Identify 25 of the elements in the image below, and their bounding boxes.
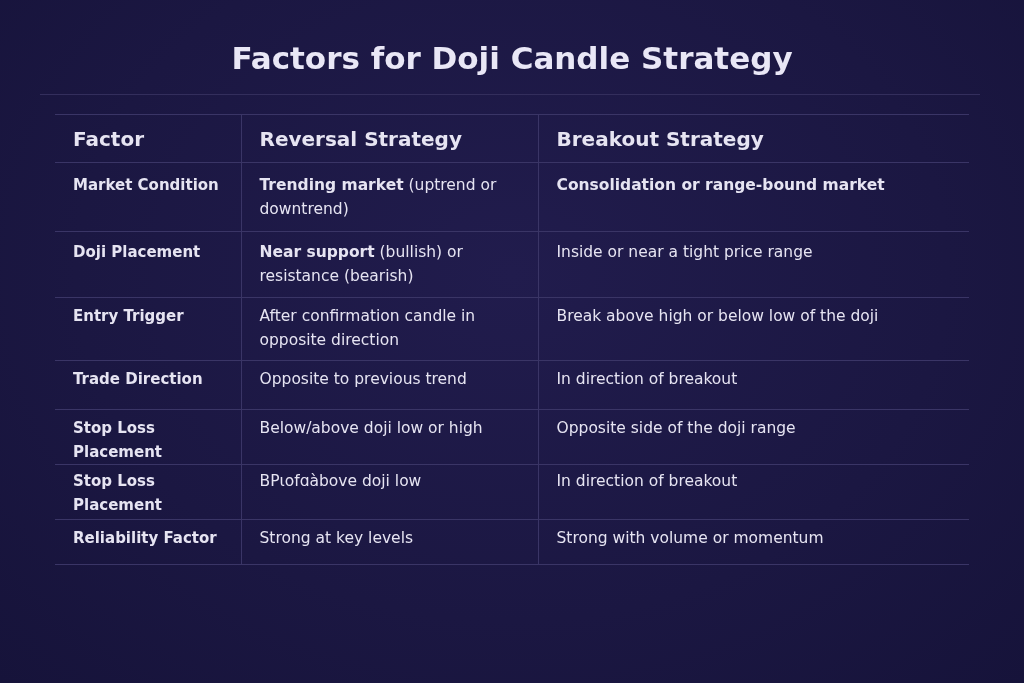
row-header: Entry Trigger bbox=[73, 307, 184, 325]
column-header: Breakout Strategy bbox=[556, 126, 764, 151]
table-text: Break above high or below low of the doji bbox=[556, 307, 879, 325]
table-text: Consolidation or range-bound market bbox=[556, 176, 885, 194]
table-text: Strong at key levels bbox=[259, 529, 414, 547]
table-text: BPɩofɑàbove doji low bbox=[259, 472, 422, 490]
row-header: Reliability Factor bbox=[73, 529, 217, 547]
row-header: Stop Loss Placement bbox=[73, 472, 162, 514]
row-header: Trade Direction bbox=[73, 370, 203, 388]
column-header: Factor bbox=[73, 126, 144, 151]
row-header: Stop Loss Placement bbox=[73, 419, 162, 461]
table-text: Inside or near a tight price range bbox=[556, 243, 813, 261]
diagram-title: Factors for Doji Candle Strategy bbox=[230, 40, 794, 76]
table-text: Near support (bullish) or resistance (bearish) bbox=[259, 243, 463, 285]
table-text: After confirmation candle in opposite direction bbox=[259, 307, 476, 349]
column-header: Reversal Strategy bbox=[259, 126, 462, 151]
table-text: Strong with volume or momentum bbox=[556, 529, 824, 547]
table-text: Trending market (uptrend or downtrend) bbox=[259, 176, 497, 218]
row-header: Doji Placement bbox=[73, 243, 201, 261]
row-header: Market Condition bbox=[73, 176, 219, 194]
table-text: Opposite to previous trend bbox=[259, 370, 467, 388]
table-text: In direction of breakout bbox=[556, 472, 738, 490]
table-text: Below/above doji low or high bbox=[259, 419, 483, 437]
table-text: Opposite side of the doji range bbox=[556, 419, 796, 437]
table-text: In direction of breakout bbox=[556, 370, 738, 388]
